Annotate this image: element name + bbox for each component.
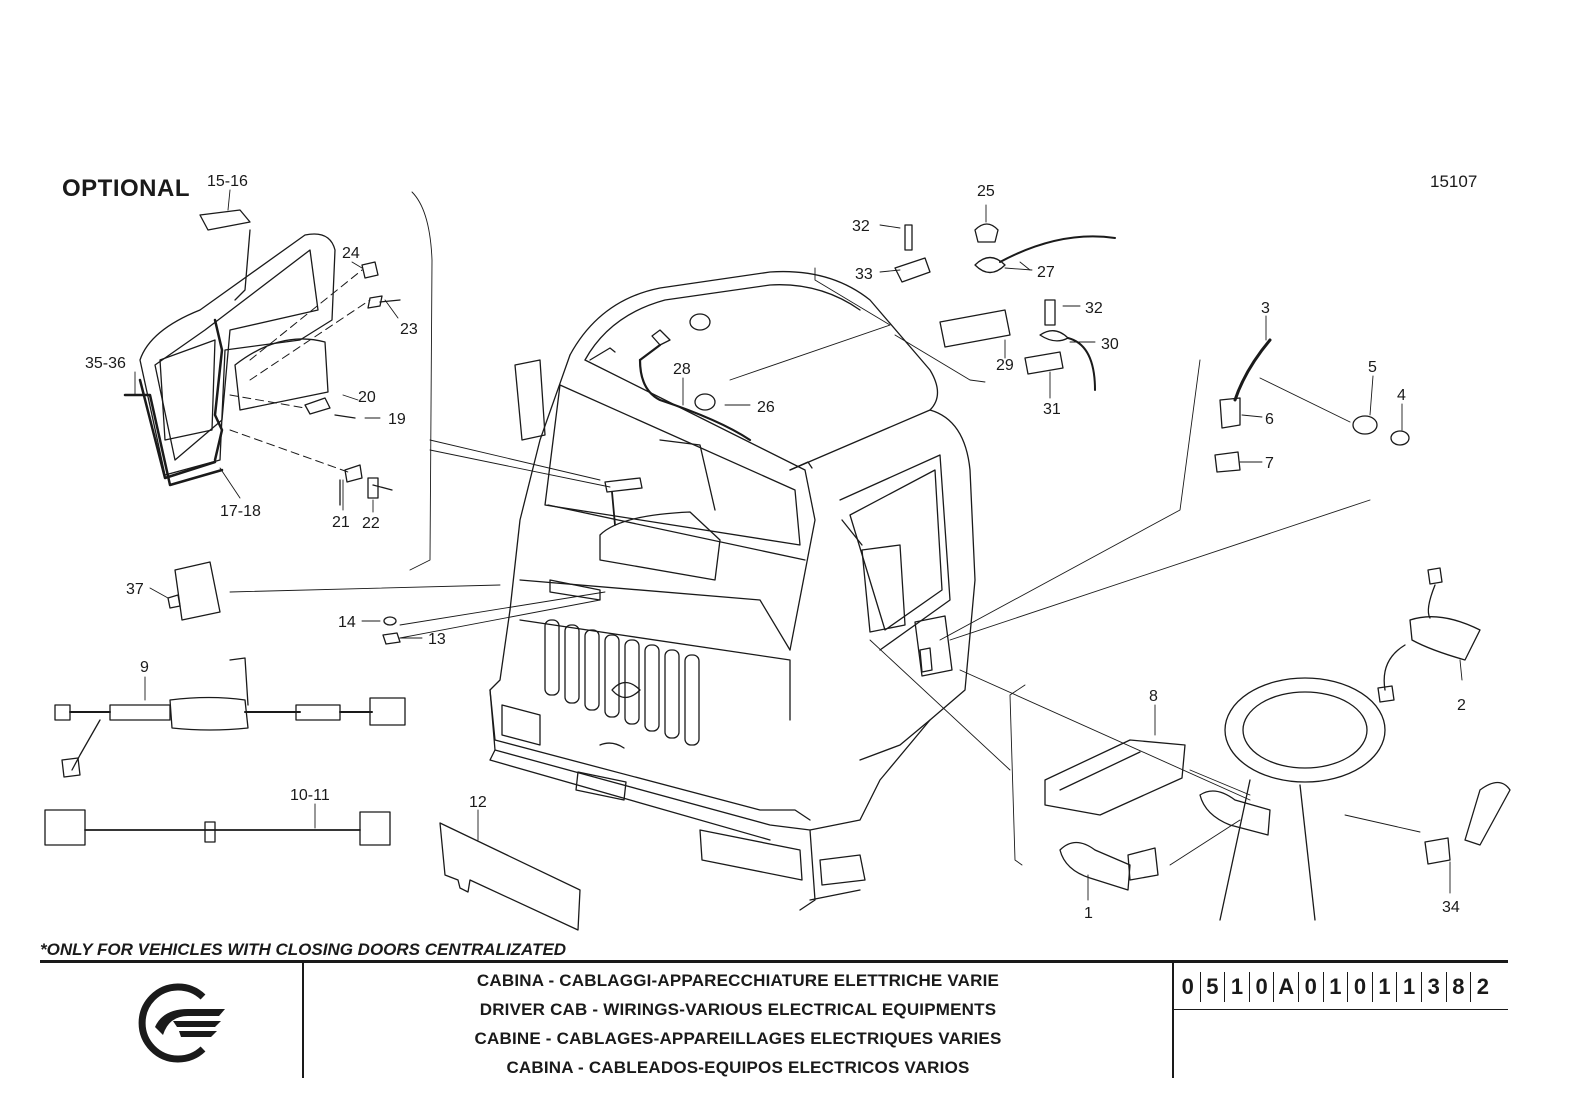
code-char: 2: [1476, 974, 1490, 999]
callout-37: 37: [126, 581, 144, 598]
harness-10-11: [44, 809, 391, 846]
code-box-rule: [1172, 1009, 1508, 1010]
callout-23: 23: [400, 321, 418, 338]
callout-34: 34: [1442, 899, 1460, 916]
code-char: 1: [1373, 972, 1398, 1002]
callout-17-18: 17-18: [220, 503, 261, 520]
exploded-parts-diagram: 15-16 24 23 35-36 20 19 17-18 21 22 37 1…: [44, 173, 1511, 931]
code-char: 3: [1422, 972, 1447, 1002]
callout-21: 21: [332, 514, 350, 531]
callout-10-11: 10-11: [290, 787, 330, 804]
door-panel: [123, 209, 336, 487]
cab-body: [489, 270, 976, 911]
nut-13: [382, 632, 401, 645]
callout-33: 33: [855, 266, 873, 283]
steering-parts: [1044, 567, 1511, 921]
title-english: DRIVER CAB - WIRINGS-VARIOUS ELECTRICAL …: [479, 1000, 997, 1019]
code-char: 1: [1324, 972, 1349, 1002]
code-char: 5: [1201, 972, 1226, 1002]
callout-22: 22: [362, 515, 380, 532]
callout-15-16: 15-16: [207, 173, 248, 190]
bracket-plate-12: [439, 822, 581, 931]
callout-9: 9: [140, 659, 149, 676]
drawing-code: 0 5 1 0 A 0 1 0 1 1 3 8 2: [1176, 972, 1495, 1002]
callout-1: 1: [1084, 905, 1093, 922]
callout-20: 20: [358, 389, 376, 406]
callout-24: 24: [342, 245, 360, 262]
callout-6: 6: [1265, 411, 1274, 428]
nut-14: [383, 616, 397, 626]
harness-9: [54, 657, 406, 778]
title-block-divider-left: [302, 963, 304, 1078]
code-char: 1: [1225, 972, 1250, 1002]
callout-32-top: 32: [852, 218, 870, 235]
callout-19: 19: [388, 411, 406, 428]
callout-14: 14: [338, 614, 356, 631]
callout-30: 30: [1101, 336, 1119, 353]
callout-25: 25: [977, 183, 995, 200]
code-char: 0: [1176, 972, 1201, 1002]
company-logo: [138, 983, 225, 1063]
control-module-37: [167, 561, 221, 621]
title-block-top-rule: [40, 960, 1508, 963]
callout-12: 12: [469, 794, 487, 811]
code-char: A: [1274, 972, 1299, 1002]
callout-ticks: [134, 189, 1463, 901]
callout-27: 27: [1037, 264, 1055, 281]
title-french: CABINE - CABLAGES-APPAREILLAGES ELECTRIQ…: [474, 1029, 1002, 1048]
callout-31: 31: [1043, 401, 1061, 418]
title-block-divider-right: [1172, 963, 1174, 1078]
leader-lines: [229, 191, 1421, 866]
fasteners-door: [304, 261, 401, 506]
callout-32-mid: 32: [1085, 300, 1103, 317]
callout-2: 2: [1457, 697, 1466, 714]
callout-labels: 15-16 24 23 35-36 20 19 17-18 21 22 37 1…: [85, 173, 1466, 922]
footnote: *ONLY FOR VEHICLES WITH CLOSING DOORS CE…: [40, 940, 567, 959]
code-char: 0: [1250, 972, 1275, 1002]
roof-parts: [894, 223, 1116, 391]
callout-5: 5: [1368, 359, 1377, 376]
drawing-number: 15107: [1430, 172, 1478, 191]
title-spanish: CABINA - CABLEADOS-EQUIPOS ELECTRICOS VA…: [506, 1058, 970, 1077]
optional-label: OPTIONAL: [62, 175, 190, 202]
sensor-parts: [1214, 338, 1410, 473]
callout-29: 29: [996, 357, 1014, 374]
code-char: 0: [1348, 972, 1373, 1002]
title-italian: CABINA - CABLAGGI-APPARECCHIATURE ELETTR…: [476, 971, 1000, 990]
title-block-titles: CABINA - CABLAGGI-APPARECCHIATURE ELETTR…: [304, 966, 1172, 1082]
callout-7: 7: [1265, 455, 1274, 472]
callout-8: 8: [1149, 688, 1158, 705]
callout-4: 4: [1397, 387, 1406, 404]
code-char: 0: [1299, 972, 1324, 1002]
callout-26: 26: [757, 399, 775, 416]
callout-28: 28: [673, 361, 691, 378]
door-leaders: [229, 269, 371, 473]
callout-35-36: 35-36: [85, 355, 126, 372]
callout-3: 3: [1261, 300, 1270, 317]
code-char: 1: [1397, 972, 1422, 1002]
code-char: 8: [1447, 972, 1472, 1002]
callout-13: 13: [428, 631, 446, 648]
